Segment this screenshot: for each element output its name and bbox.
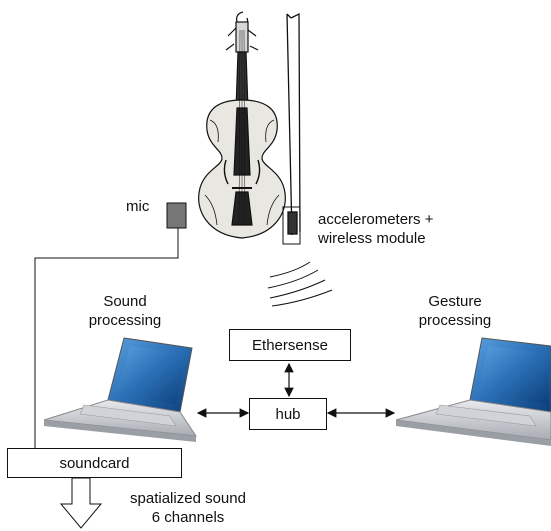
gesture-processing-label-line2: processing — [418, 312, 492, 329]
output-label-line2: 6 channels — [151, 509, 225, 526]
wireless-waves-icon — [267, 261, 333, 307]
accelerometers-label-line1: accelerometers + — [318, 211, 434, 228]
gesture-processing-label-line1: Gesture — [428, 293, 482, 310]
soundcard-box: soundcard — [7, 448, 182, 478]
accelerometers-label-line2: wireless module — [318, 230, 426, 247]
down-arrow-icon — [59, 477, 103, 529]
mic-label: mic — [126, 198, 150, 215]
sound-processing-label-line1: Sound — [103, 293, 147, 310]
output-label-line1: spatialized sound — [130, 490, 246, 507]
soundcard-label: soundcard — [59, 454, 130, 472]
hub-label: hub — [275, 405, 301, 423]
sensor-box — [282, 206, 301, 245]
bow-icon — [286, 12, 301, 236]
laptop-icon — [395, 337, 551, 446]
violin-icon — [198, 11, 286, 239]
ethersense-label: Ethersense — [252, 336, 328, 354]
sound-processing-label-line2: processing — [88, 312, 162, 329]
mic-icon — [166, 202, 187, 229]
ethersense-box: Ethersense — [229, 329, 351, 361]
mic-cable — [34, 228, 179, 450]
laptop-icon — [43, 337, 198, 442]
hub-box: hub — [249, 398, 327, 430]
